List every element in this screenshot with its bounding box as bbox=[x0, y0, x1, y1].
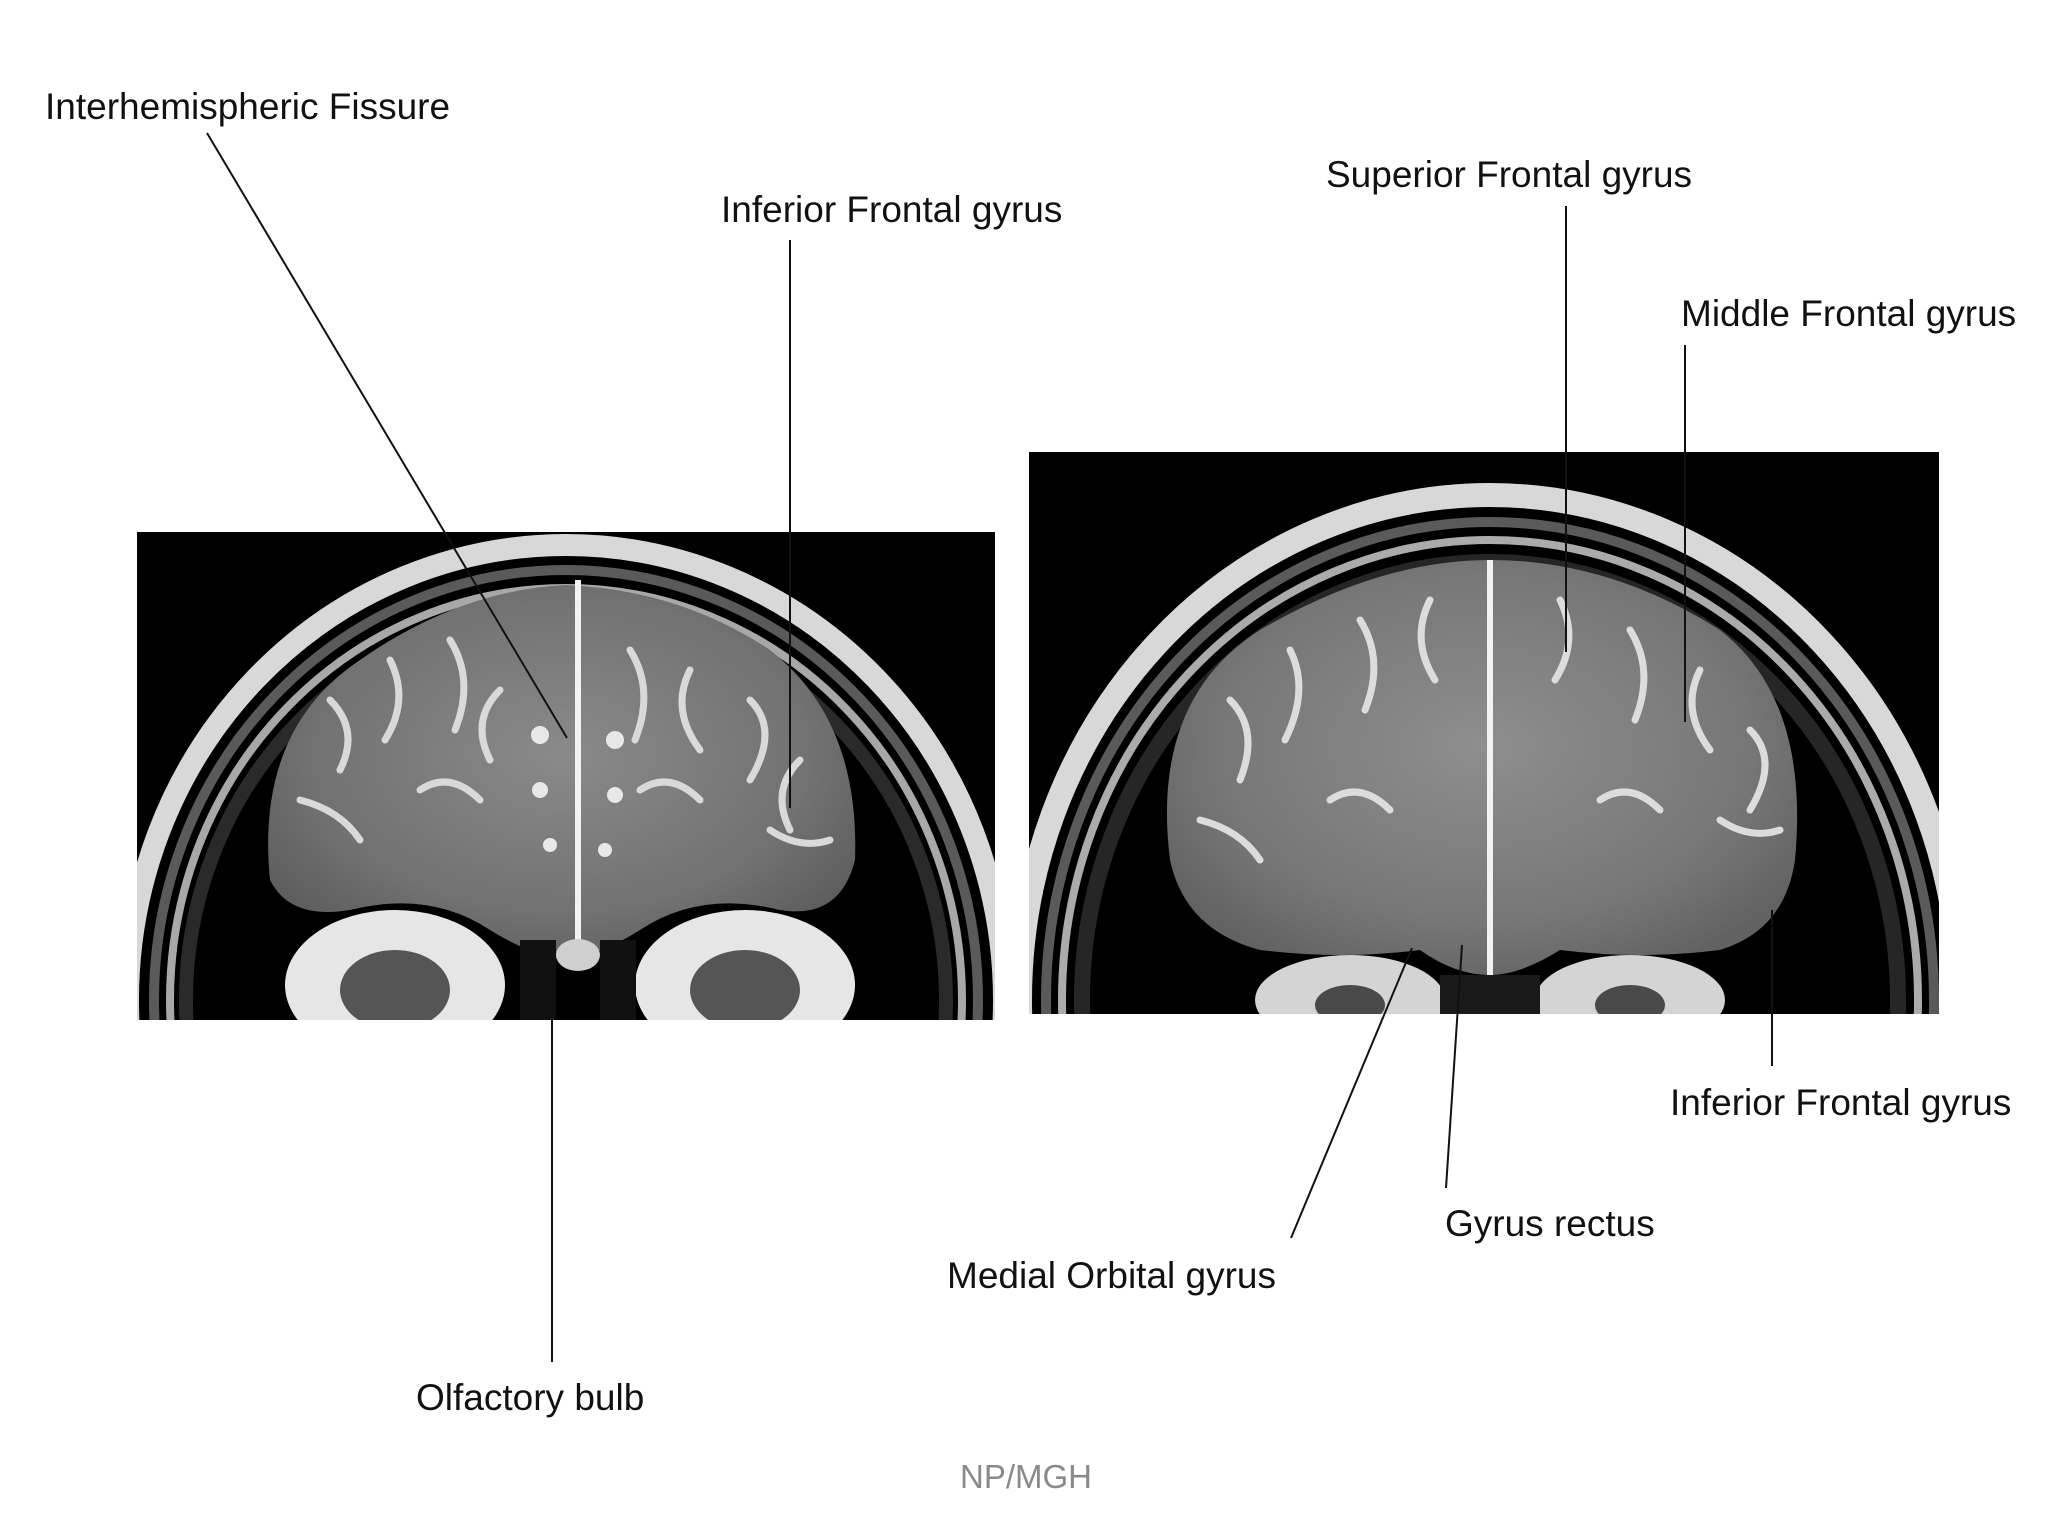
right-mri-scan bbox=[1029, 452, 1939, 1014]
leader-medial-orbital bbox=[1290, 947, 1413, 1239]
label-superior-frontal: Superior Frontal gyrus bbox=[1326, 154, 1693, 195]
label-inferior-frontal-left: Inferior Frontal gyrus bbox=[721, 189, 1063, 230]
leader-interhemispheric-fissure bbox=[206, 132, 568, 739]
label-olfactory-bulb: Olfactory bulb bbox=[416, 1377, 645, 1418]
leader-gyrus-rectus bbox=[1445, 944, 1463, 1189]
label-medial-orbital: Medial Orbital gyrus bbox=[947, 1255, 1277, 1296]
left-mri-scan bbox=[137, 532, 995, 1020]
label-middle-frontal: Middle Frontal gyrus bbox=[1681, 293, 2017, 334]
label-interhemispheric-fissure: Interhemispheric Fissure bbox=[45, 86, 451, 127]
label-gyrus-rectus: Gyrus rectus bbox=[1445, 1203, 1655, 1244]
label-inferior-frontal-right: Inferior Frontal gyrus bbox=[1670, 1082, 2012, 1123]
leader-lines bbox=[206, 132, 1773, 1362]
credit-text: NP/MGH bbox=[960, 1458, 1092, 1495]
